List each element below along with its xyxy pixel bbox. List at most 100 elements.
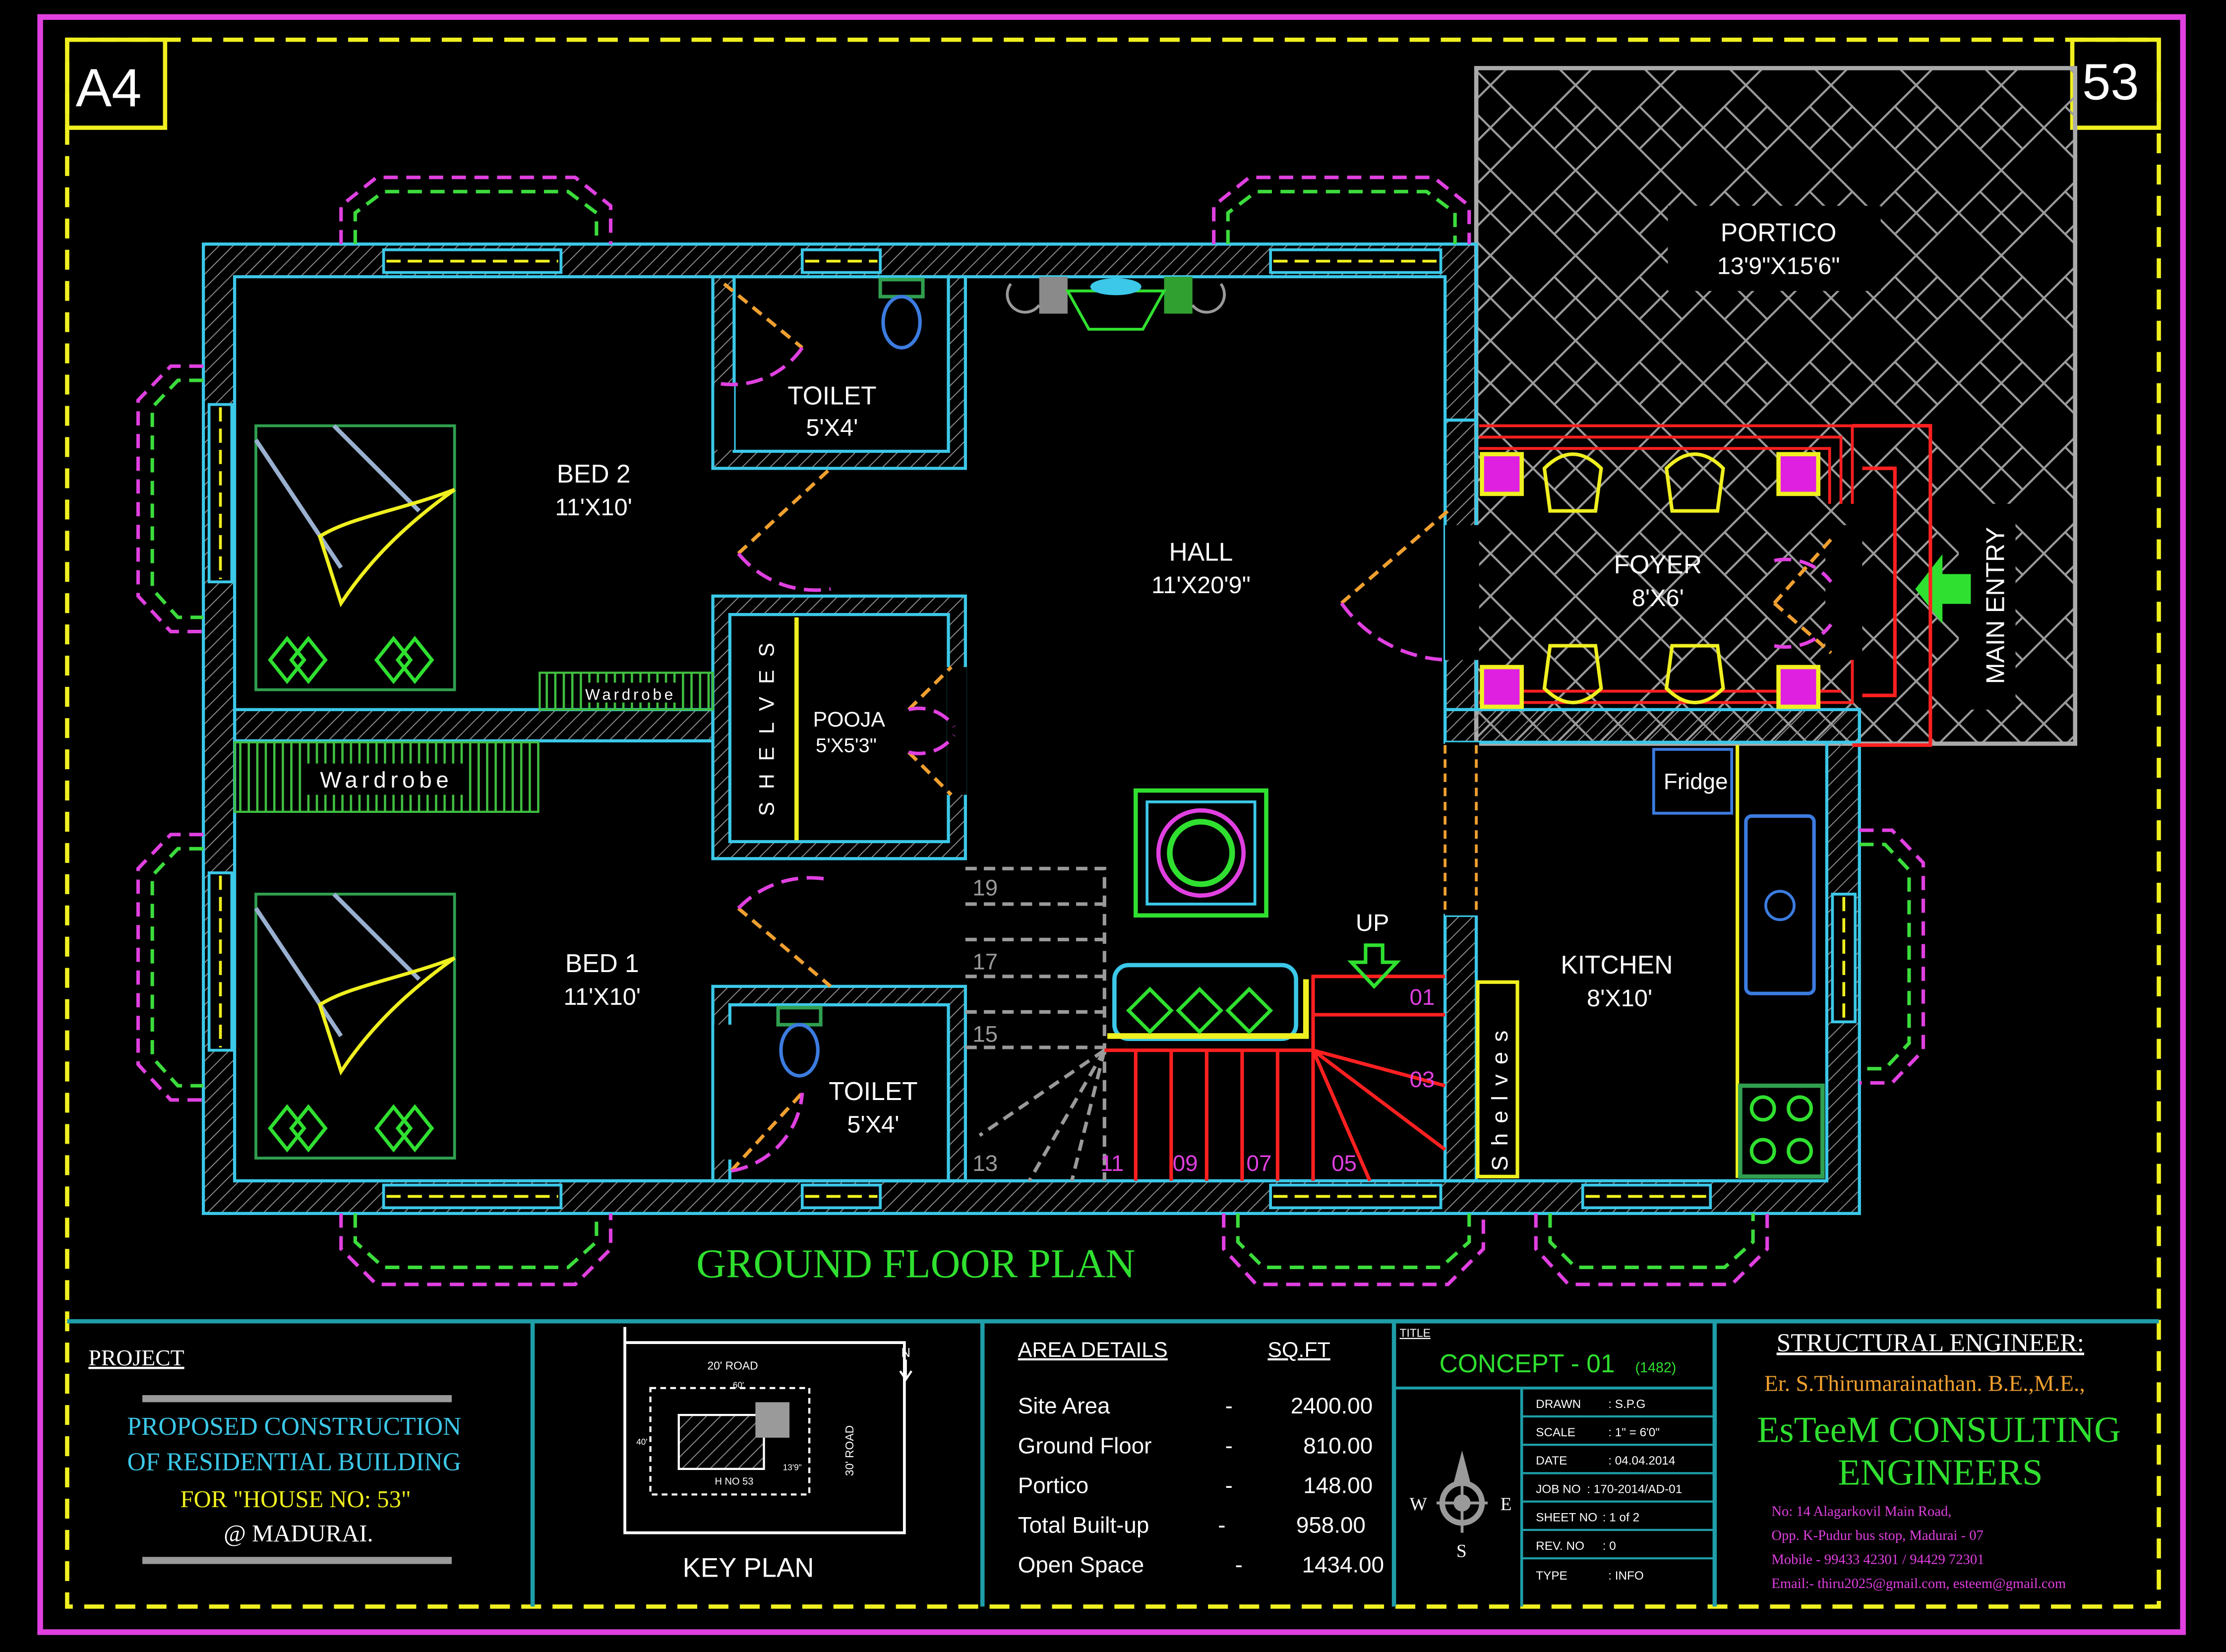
title-concept: TITLE CONCEPT - 01 (1482) DRAWN : S.P.G … bbox=[1400, 1327, 1683, 1583]
key-plan-title: KEY PLAN bbox=[683, 1552, 814, 1583]
step-05: 05 bbox=[1331, 1151, 1357, 1176]
compass-west: W bbox=[1410, 1494, 1428, 1515]
area-row-dash: - bbox=[1225, 1433, 1233, 1458]
kitchen-name: KITCHEN bbox=[1561, 950, 1673, 979]
staircase: UP 19 17 15 13 11 09 07 05 03 01 bbox=[965, 866, 1446, 1182]
portico-dims: 13'9"X15'6" bbox=[1717, 252, 1840, 279]
tb-value: : 170-2014/AD-01 bbox=[1587, 1482, 1682, 1496]
kitchen-fittings: Fridge Shelves bbox=[1444, 745, 1825, 1179]
sofa bbox=[1107, 963, 1309, 1041]
area-row-dash: - bbox=[1225, 1472, 1233, 1498]
fridge-label: Fridge bbox=[1664, 769, 1728, 794]
wardrobe-large-label: Wardrobe bbox=[320, 767, 453, 793]
key-road-side: 30' ROAD bbox=[843, 1425, 856, 1476]
title-tag: TITLE bbox=[1400, 1327, 1431, 1340]
centre-table bbox=[1133, 788, 1268, 918]
key-dim-right: 13'9" bbox=[783, 1463, 802, 1472]
step-19: 19 bbox=[972, 875, 998, 901]
sheet-number-box: 53 bbox=[2070, 37, 2161, 130]
project-line2: OF RESIDENTIAL BUILDING bbox=[127, 1448, 461, 1476]
engineer-heading: STRUCTURAL ENGINEER: bbox=[1777, 1329, 2084, 1357]
key-dim-top: 60' bbox=[733, 1380, 744, 1390]
stair-up-label: UP bbox=[1356, 910, 1389, 936]
engineer-email: Email:- thiru2025@gmail.com, esteem@gmai… bbox=[1771, 1576, 2066, 1591]
doors bbox=[717, 282, 1833, 1173]
project-line1: PROPOSED CONSTRUCTION bbox=[127, 1412, 461, 1441]
tb-key: TYPE bbox=[1536, 1569, 1567, 1583]
tb-value: : 04.04.2014 bbox=[1608, 1454, 1675, 1468]
engineer-name: Er. S.Thirumarainathan. B.E.,M.E., bbox=[1764, 1370, 2085, 1396]
step-17: 17 bbox=[972, 949, 998, 975]
tb-key: DRAWN bbox=[1536, 1398, 1581, 1411]
area-row-label: Portico bbox=[1018, 1472, 1088, 1498]
step-03: 03 bbox=[1410, 1067, 1435, 1092]
title-block bbox=[67, 1319, 2159, 1607]
area-row-dash: - bbox=[1218, 1513, 1225, 1538]
inner-border bbox=[65, 37, 2161, 1609]
toilet-top-name: TOILET bbox=[787, 381, 876, 410]
step-01: 01 bbox=[1410, 984, 1435, 1010]
concept-label: CONCEPT - 01 bbox=[1440, 1349, 1615, 1378]
area-row-dash: - bbox=[1225, 1393, 1233, 1418]
engineer-firm2: ENGINEERS bbox=[1838, 1452, 2043, 1493]
engineer-addr2: Opp. K-Pudur bus stop, Madurai - 07 bbox=[1771, 1528, 1984, 1543]
project-panel: PROJECT PROPOSED CONSTRUCTION OF RESIDEN… bbox=[88, 1345, 461, 1564]
tb-key: REV. NO bbox=[1536, 1539, 1584, 1553]
toilet-wc-bottom bbox=[776, 1006, 823, 1078]
area-details: AREA DETAILS SQ.FT Site Area - 2400.00 G… bbox=[1018, 1338, 1384, 1578]
toilet-bottom-name: TOILET bbox=[829, 1077, 917, 1105]
project-heading: PROJECT bbox=[88, 1345, 184, 1370]
area-row-label: Ground Floor bbox=[1018, 1433, 1152, 1458]
bed-2-furniture bbox=[254, 424, 456, 691]
wardrobe-small: Wardrobe bbox=[539, 672, 714, 711]
bed1-dims: 11'X10' bbox=[564, 983, 641, 1010]
compass-east: E bbox=[1501, 1494, 1512, 1515]
concept-sub: (1482) bbox=[1635, 1360, 1677, 1376]
plan-title: GROUND FLOOR PLAN bbox=[696, 1241, 1135, 1286]
bed2-dims: 11'X10' bbox=[555, 494, 632, 521]
area-row-value: 2400.00 bbox=[1291, 1393, 1373, 1418]
area-heading: AREA DETAILS bbox=[1018, 1338, 1168, 1362]
main-entry-label: MAIN ENTRY bbox=[1981, 527, 2010, 684]
hall-dims: 11'X20'9" bbox=[1151, 572, 1251, 599]
compass-south: S bbox=[1456, 1541, 1467, 1561]
sheet-number-label: 53 bbox=[2082, 53, 2139, 110]
step-09: 09 bbox=[1173, 1151, 1198, 1176]
area-unit: SQ.FT bbox=[1267, 1338, 1330, 1362]
bed2-name: BED 2 bbox=[557, 459, 631, 488]
bed-1-furniture bbox=[254, 892, 456, 1160]
area-row-label: Total Built-up bbox=[1018, 1513, 1149, 1538]
foyer-furniture bbox=[1479, 424, 1932, 747]
kitchen-shelves-label: Shelves bbox=[1487, 1021, 1512, 1171]
engineer-addr1: No: 14 Alagarkovil Main Road, bbox=[1771, 1504, 1951, 1519]
area-row-value: 148.00 bbox=[1303, 1472, 1373, 1498]
engineer-phone: Mobile - 99433 42301 / 94429 72301 bbox=[1771, 1552, 1984, 1568]
step-13: 13 bbox=[972, 1151, 998, 1176]
foyer-dims: 8'X6' bbox=[1632, 585, 1684, 612]
area-row-value: 958.00 bbox=[1296, 1513, 1366, 1538]
sheet-size-label: A4 bbox=[76, 59, 142, 119]
key-plan: 20' ROAD 30' ROAD H NO 53 60' 40' 13'9" … bbox=[623, 1327, 912, 1583]
kitchen-dims: 8'X10' bbox=[1587, 985, 1652, 1012]
stair-up-arrow-icon bbox=[1347, 943, 1401, 989]
area-row-value: 1434.00 bbox=[1302, 1552, 1384, 1578]
openings bbox=[714, 386, 1863, 1160]
area-row-value: 810.00 bbox=[1303, 1433, 1373, 1458]
key-road-top: 20' ROAD bbox=[707, 1359, 758, 1372]
pooja-dims: 5'X5'3" bbox=[816, 735, 877, 757]
tb-value: : 0 bbox=[1603, 1539, 1616, 1553]
tb-key: DATE bbox=[1536, 1454, 1567, 1468]
tb-key: JOB NO bbox=[1536, 1482, 1581, 1496]
tb-value: : 1 of 2 bbox=[1603, 1511, 1639, 1525]
sheet-size-box: A4 bbox=[65, 37, 168, 130]
key-house: H NO 53 bbox=[715, 1476, 753, 1487]
portico-name: PORTICO bbox=[1721, 218, 1837, 246]
key-north-label: N bbox=[901, 1346, 910, 1360]
hall-name: HALL bbox=[1169, 537, 1233, 566]
room-labels: BED 2 11'X10' BED 1 11'X10' TOILET 5'X4'… bbox=[555, 381, 1702, 1138]
step-07: 07 bbox=[1246, 1151, 1271, 1176]
toilet-top-dims: 5'X4' bbox=[806, 415, 858, 441]
tb-key: SCALE bbox=[1536, 1426, 1575, 1439]
outer-border bbox=[37, 14, 2186, 1635]
